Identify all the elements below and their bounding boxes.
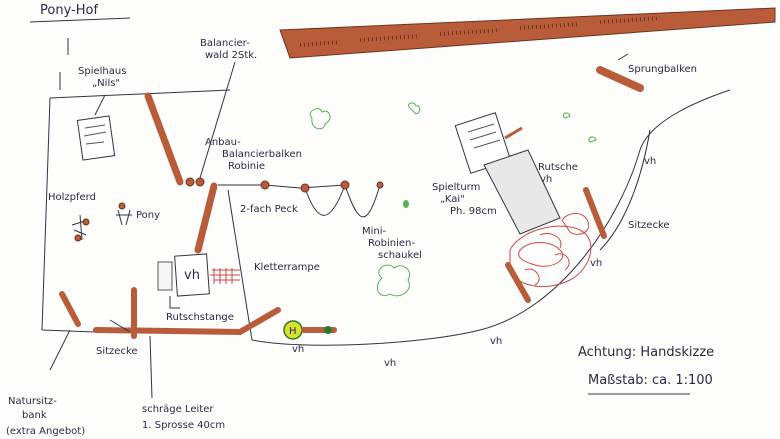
left-items: Sitzecke Natursitz- bank (extra Angebot)… [6,287,281,437]
peck-and-swing: 2-fach Peck Mini- Robinien- schaukel [218,180,422,261]
vh-markers: vh vh vh vh vh [292,156,656,369]
spielturm-label-3: Ph. 98cm [450,206,497,217]
climbing-tower: vh Kletterrampe Rutschstange [157,253,320,323]
kletterrampe-label: Kletterrampe [254,262,320,273]
plants [309,102,597,297]
top-building [279,7,776,59]
balancier-log [144,92,184,186]
title-underline [29,17,131,23]
spielturm-kai: Spielturm „Kai" Ph. 98cm Rutsche vh [432,112,578,235]
title-group: Pony-Hof [29,3,131,90]
rutschstange-label: Rutschstange [166,312,234,323]
animals: Holzpferd Pony [48,192,160,242]
natursitzbank-label-2: bank [22,410,47,421]
anbau-label-2: Balancierbalken [222,149,302,160]
sitzecke-right-label: Sitzecke [628,220,670,231]
rutsche-vh: vh [540,174,552,185]
mini-robinien-label-1: Mini- [362,226,387,237]
tower-vh: vh [184,268,200,283]
vh-marker-2: vh [590,258,602,269]
spielhaus-label-1: Spielhaus [78,66,126,77]
sand-area: Sitzecke [505,187,670,303]
mini-robinien-label-2: Robinien- [368,238,415,249]
h-marker-label: H [289,326,297,337]
balancierwald-label-1: Balancier- [200,38,250,49]
spielhaus: Spielhaus „Nils" [76,66,126,161]
natursitzbank-label-1: Natursitz- [8,396,57,407]
anbau: Anbau- Balancierbalken Robinie [194,137,302,254]
anbau-label-1: Anbau- [205,137,241,148]
spielhaus-label-2: „Nils" [92,78,120,89]
inner-curve [599,129,651,251]
balancierwald: Balancier- wald 2Stk. [185,38,257,187]
boundary-fence [41,89,231,333]
mini-robinien-label-3: schaukel [378,250,422,261]
river-line [227,89,731,346]
massstab-note: Maßstab: ca. 1:100 [588,373,713,388]
sprungbalken: Sprungbalken [596,53,697,92]
holzpferd-label: Holzpferd [48,192,96,203]
notes: Achtung: Handskizze Maßstab: ca. 1:100 [578,345,714,395]
schraege-leiter-label-2: 1. Sprosse 40cm [142,420,225,431]
title: Pony-Hof [40,3,98,18]
balancierwald-label-2: wald 2Stk. [205,50,257,61]
vh-marker-4: vh [384,358,396,369]
vh-marker-1: vh [644,156,656,167]
anbau-beam [194,182,218,254]
anbau-label-3: Robinie [228,161,265,172]
schraege-leiter-label-1: schräge Leiter [142,404,214,415]
achtung-note: Achtung: Handskizze [578,345,714,360]
vh-marker-3: vh [490,336,502,347]
vh-marker-5: vh [292,344,304,355]
rutsche-label: Rutsche [538,162,578,173]
pony-label: Pony [136,210,160,221]
spielturm-label-1: Spielturm [432,182,480,193]
sprungbalken-label: Sprungbalken [628,64,697,75]
top-left-bracket [59,38,69,90]
natursitzbank-label-3: (extra Angebot) [6,426,85,437]
sitzecke-left-label: Sitzecke [96,346,138,357]
pecks-label: 2-fach Peck [240,204,298,215]
spielturm-label-2: „Kai" [440,194,465,205]
h-marker: H [283,320,337,340]
